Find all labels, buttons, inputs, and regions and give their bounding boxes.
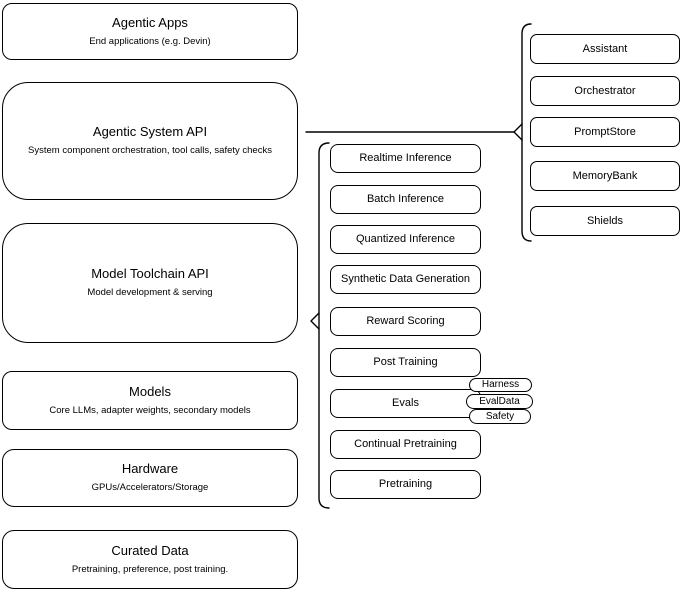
- node-pretraining: Pretraining: [330, 470, 481, 499]
- box-hardware: Hardware GPUs/Accelerators/Storage: [2, 449, 298, 507]
- pill-evaldata: EvalData: [466, 394, 533, 409]
- box-subtitle: System component orchestration, tool cal…: [28, 145, 272, 157]
- node-realtime-inference: Realtime Inference: [330, 144, 481, 173]
- pill-safety: Safety: [469, 409, 531, 424]
- node-assistant: Assistant: [530, 34, 680, 64]
- box-title: Agentic System API: [92, 124, 208, 140]
- node-shields: Shields: [530, 206, 680, 236]
- box-agentic-apps: Agentic Apps End applications (e.g. Devi…: [2, 3, 298, 60]
- box-subtitle: Pretraining, preference, post training.: [71, 563, 229, 575]
- box-title: Agentic Apps: [112, 14, 188, 30]
- node-continual-pretraining: Continual Pretraining: [330, 430, 481, 459]
- node-batch-inference: Batch Inference: [330, 185, 481, 214]
- pill-harness: Harness: [469, 378, 532, 392]
- node-memorybank: MemoryBank: [530, 161, 680, 191]
- box-models: Models Core LLMs, adapter weights, secon…: [2, 371, 298, 430]
- node-reward-scoring: Reward Scoring: [330, 307, 481, 336]
- box-title: Model Toolchain API: [91, 266, 209, 282]
- box-subtitle: Model development & serving: [87, 287, 213, 299]
- box-title: Hardware: [121, 461, 179, 477]
- node-orchestrator: Orchestrator: [530, 76, 680, 106]
- toolchain-stack-brace: [318, 142, 330, 509]
- node-promptstore: PromptStore: [530, 117, 680, 147]
- box-curated-data: Curated Data Pretraining, preference, po…: [2, 530, 298, 589]
- node-synthetic-data-generation: Synthetic Data Generation: [330, 265, 481, 294]
- box-subtitle: End applications (e.g. Devin): [89, 35, 211, 47]
- node-quantized-inference: Quantized Inference: [330, 225, 481, 254]
- box-subtitle: GPUs/Accelerators/Storage: [91, 482, 209, 494]
- node-evals: Evals: [330, 389, 481, 418]
- toolchain-stack-brace-tip: [310, 312, 320, 330]
- system-stack-brace-tip: [513, 123, 523, 141]
- node-post-training: Post Training: [330, 348, 481, 377]
- box-title: Curated Data: [111, 542, 189, 558]
- box-subtitle: Core LLMs, adapter weights, secondary mo…: [49, 404, 251, 416]
- box-title: Models: [129, 383, 171, 399]
- box-agentic-system-api: Agentic System API System component orch…: [2, 82, 298, 200]
- box-model-toolchain-api: Model Toolchain API Model development & …: [2, 223, 298, 343]
